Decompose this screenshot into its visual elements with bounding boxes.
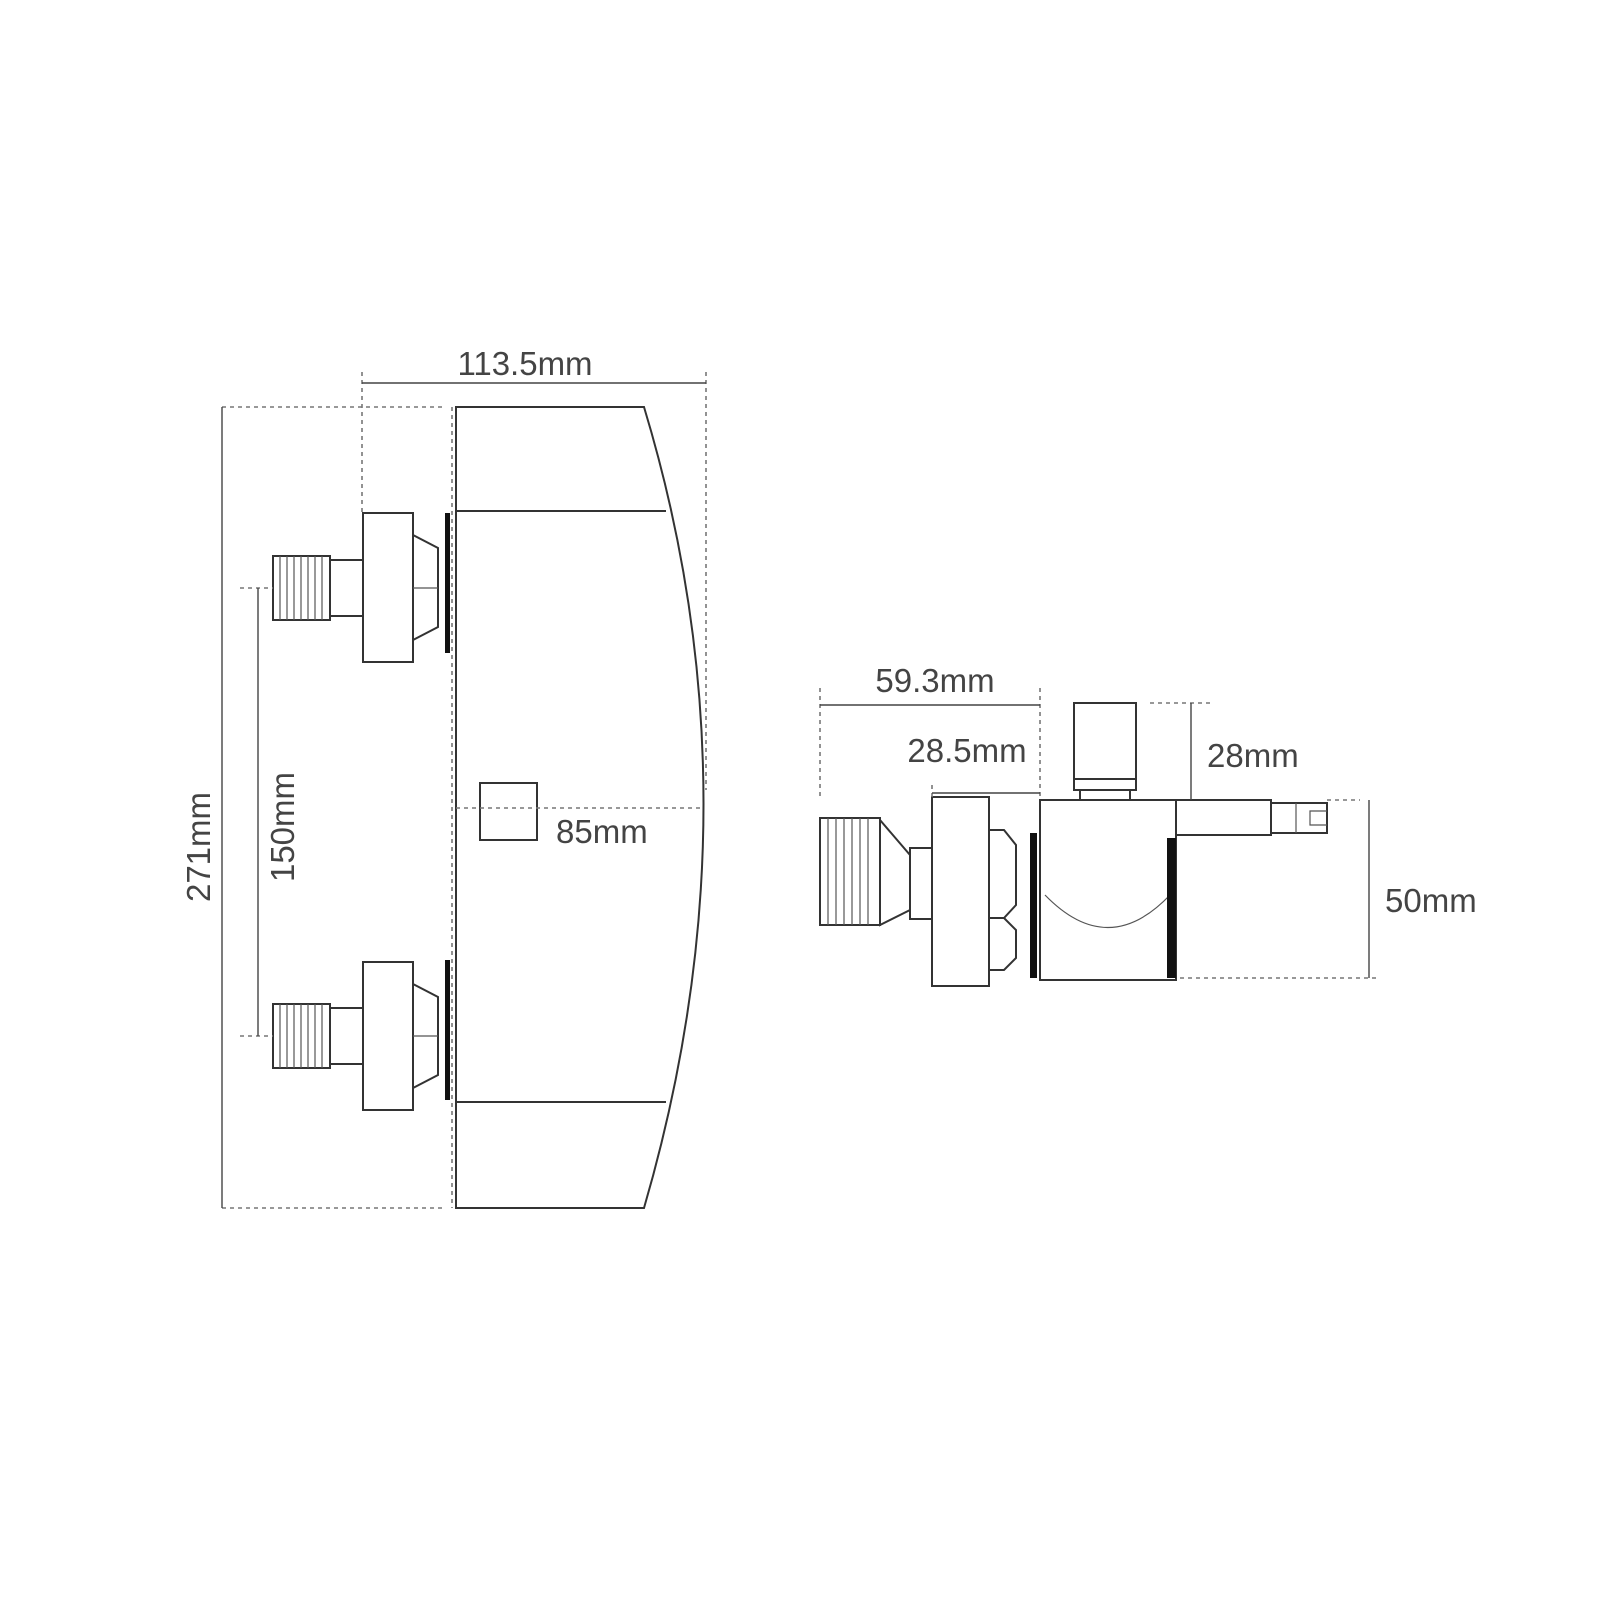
side-view: 59.3mm 28.5mm 28mm 50mm [819,662,1477,987]
spout [1175,799,1272,836]
side-body-height-label: 50mm [1385,882,1477,919]
inlet-connector-bottom [272,961,439,1111]
side-knob-height-label: 28mm [1207,737,1299,774]
side-seal-right [1167,838,1176,978]
inlet-connector-top [272,512,439,663]
side-connector-depth-label: 28.5mm [907,732,1026,769]
knob [1073,702,1137,791]
front-height-label: 271mm [180,792,217,902]
front-inlet-spacing-label: 150mm [264,772,301,882]
center-indicator-square [479,782,538,841]
front-center-depth-label: 85mm [556,813,648,850]
side-inlet-connector [819,796,1017,987]
side-total-depth-label: 59.3mm [875,662,994,699]
front-body-outline [455,406,705,1209]
seal-bottom [445,960,450,1100]
side-body [1039,799,1177,981]
front-view: 113.5mm 271mm 150mm 85mm [180,345,707,1209]
spout-tip [1270,802,1328,834]
front-width-label: 113.5mm [457,345,592,382]
side-seal-left [1030,833,1037,978]
seal-top [445,513,450,653]
